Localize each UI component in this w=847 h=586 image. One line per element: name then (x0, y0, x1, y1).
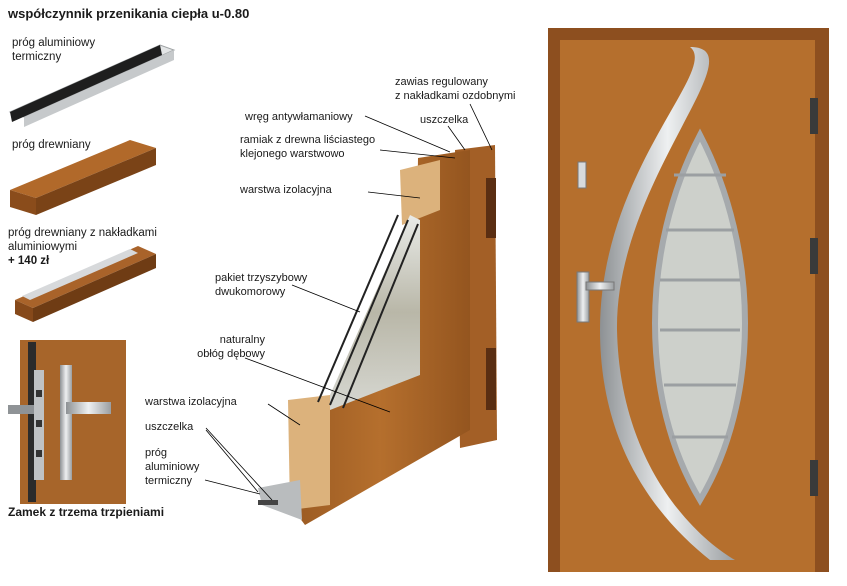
page-title: współczynnik przenikania ciepła u-0.80 (8, 6, 250, 21)
callout-line: pakiet trzyszybowy (215, 272, 308, 284)
lock-caption: Zamek z trzema trzpieniami (8, 505, 165, 519)
threshold-wooden-label: próg drewniany (12, 139, 91, 151)
callout-seal-bottom: uszczelka (145, 421, 194, 433)
callout-line: obłóg dębowy (197, 348, 265, 360)
aluminium-threshold-image (8, 44, 176, 127)
front-door-photo (548, 28, 829, 572)
label-line: próg drewniany z nakładkami (8, 227, 157, 239)
label-line: próg aluminiowy (12, 37, 96, 49)
lock-photo (8, 340, 126, 504)
callout-veneer: naturalny obłóg dębowy (190, 333, 265, 361)
label-line: aluminiowymi (8, 241, 78, 253)
callout-sill: próg aluminiowy termiczny (145, 446, 199, 488)
door-cross-section-image (258, 145, 497, 525)
callout-frame: ramiak z drewna liściastego klejonego wa… (240, 133, 375, 161)
callout-line: z nakładkami ozdobnymi (395, 90, 516, 102)
callout-insulation-top: warstwa izolacyjna (240, 184, 332, 196)
callout-insulation-bottom: warstwa izolacyjna (145, 396, 237, 408)
callout-line: klejonego warstwowo (240, 148, 345, 160)
callout-line: zawias regulowany (395, 76, 488, 88)
callout-line: dwukomorowy (215, 286, 286, 298)
callout-rebate: wręg antywłamaniowy (245, 111, 353, 123)
threshold-wooden-aluminium-label: próg drewniany z nakładkami aluminiowymi… (8, 226, 157, 268)
callout-seal-top: uszczelka (420, 114, 469, 126)
callout-hinge: zawias regulowany z nakładkami ozdobnymi (395, 75, 515, 103)
callout-line: naturalny (219, 334, 265, 346)
leader-lines (204, 103, 493, 501)
callout-glass-packet: pakiet trzyszybowy dwukomorowy (215, 271, 307, 299)
wooden-aluminium-threshold-image (15, 246, 156, 322)
callout-line: ramiak z drewna liściastego (240, 134, 376, 146)
price-badge: + 140 zł (8, 255, 50, 267)
callout-line: termiczny (145, 475, 193, 487)
wooden-threshold-image (10, 140, 156, 215)
label-line: termiczny (12, 51, 62, 63)
callout-line: aluminiowy (145, 461, 200, 473)
callout-line: próg (145, 447, 168, 459)
threshold-aluminium-label: próg aluminiowy termiczny (12, 36, 95, 64)
